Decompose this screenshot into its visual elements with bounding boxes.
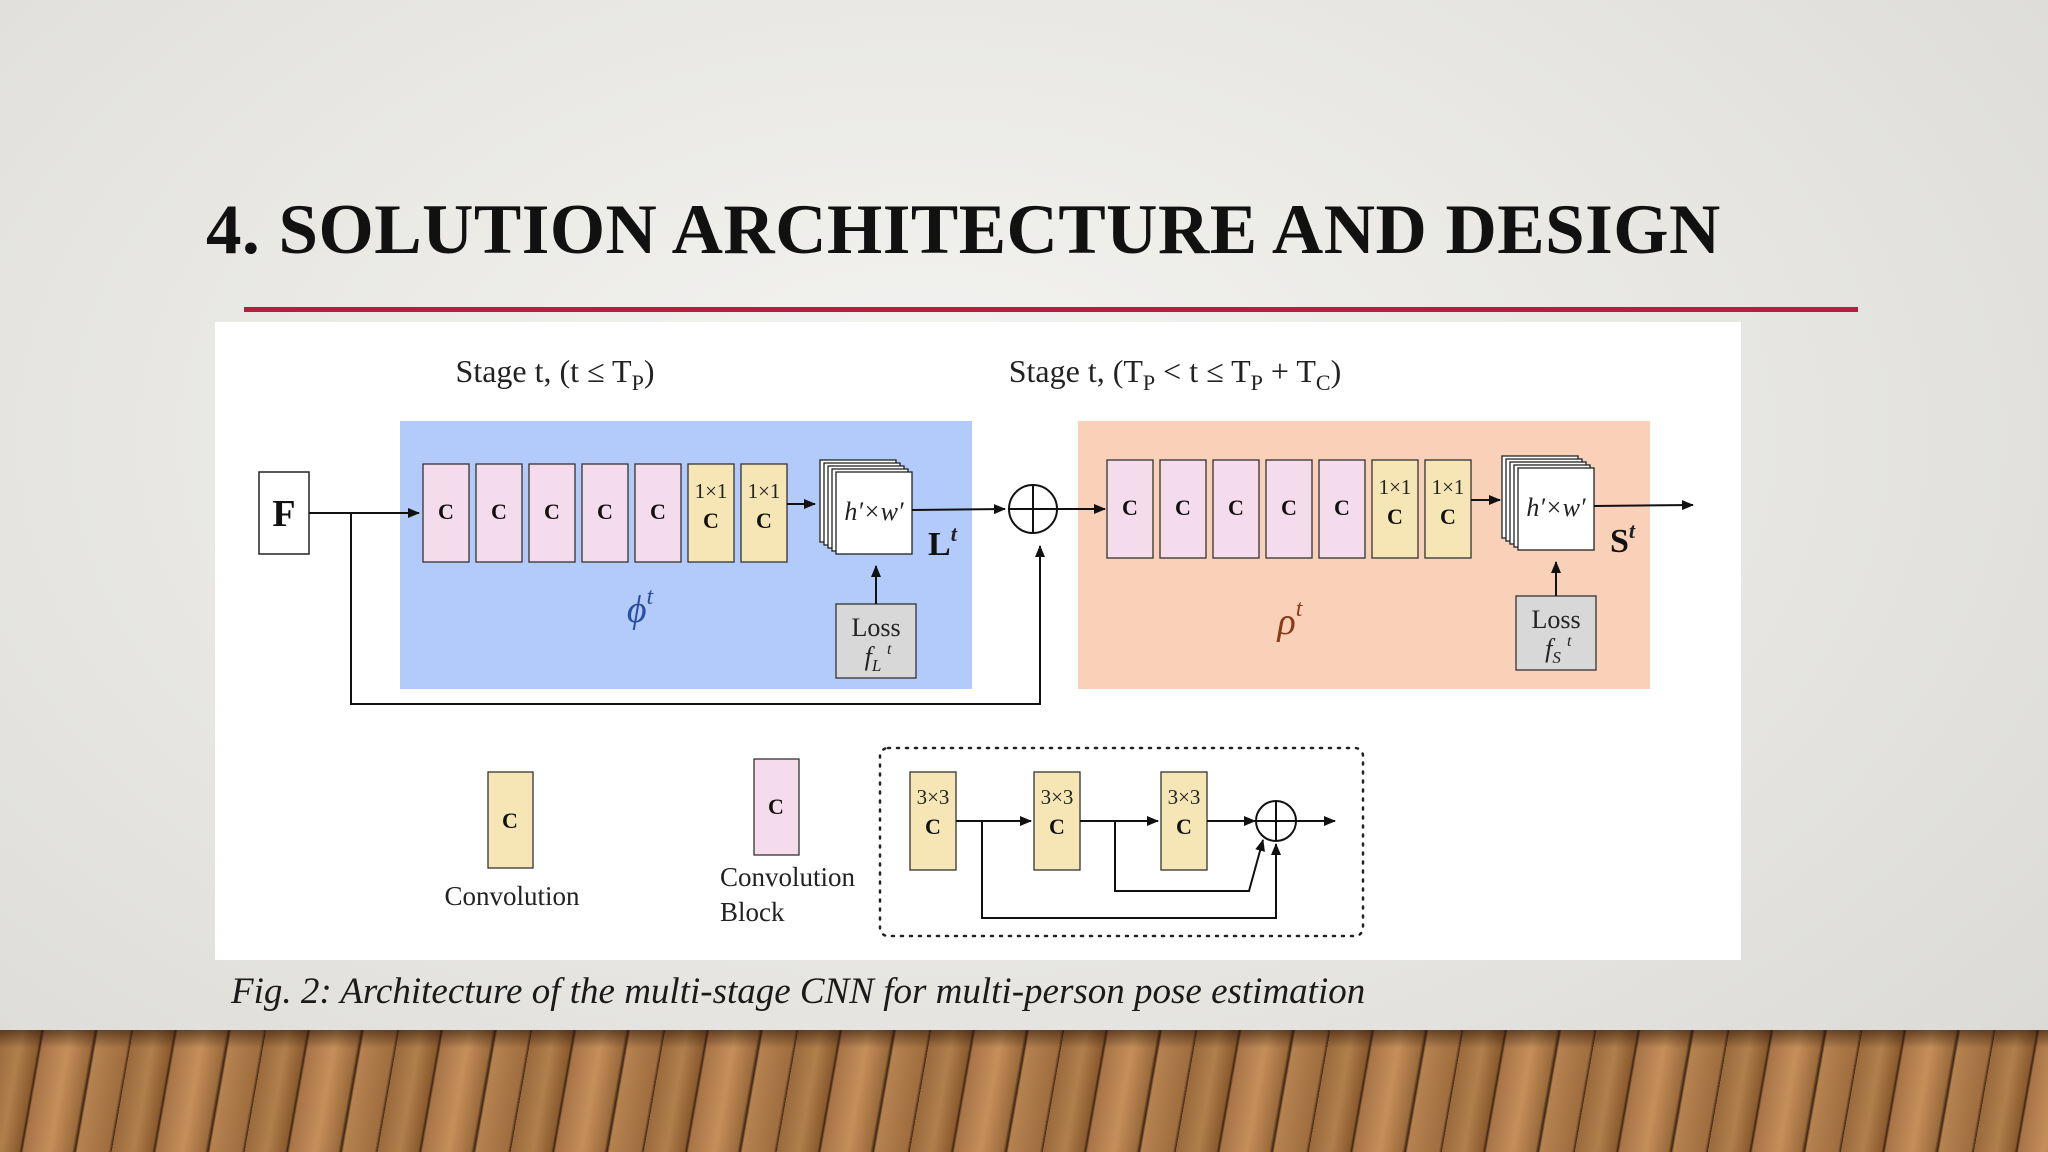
detail-conv3x3-label: C [1176, 814, 1192, 839]
stage1-conv-block [634, 463, 682, 563]
stage2-header: Stage t, (TP < t ≤ TP + TC) [1009, 353, 1342, 395]
stage2-conv-block-label: C [1122, 495, 1138, 520]
stage2-conv-block [1318, 459, 1366, 559]
stage2-conv1x1-size: 1×1 [1379, 475, 1412, 499]
stage1-conv1x1 [687, 463, 735, 563]
arrow-l-to-sum [911, 504, 1006, 515]
stage2-conv-block [1212, 459, 1260, 559]
conv-block-detail [878, 746, 1365, 938]
stage1-loss-label: Loss [851, 613, 900, 642]
stage2-confidence-map-stack: h′×w′ [1501, 455, 1595, 551]
stage1-conv-block [475, 463, 523, 563]
stage1-conv-block-label: C [544, 499, 560, 524]
stage2-map-label: h′×w′ [1526, 493, 1586, 522]
stage1-conv-block-label: C [438, 499, 454, 524]
detail-conv3x3-label: C [1049, 814, 1065, 839]
stage1-conv-block-label: C [650, 499, 666, 524]
detail-conv3x3 [1160, 771, 1208, 871]
stage2-conv1x1-label: C [1387, 504, 1403, 529]
stage1-conv-block [422, 463, 470, 563]
stage2-conv-block-label: C [1334, 495, 1350, 520]
stage1-output-label: Lt [928, 521, 958, 563]
stage2-conv-block [1106, 459, 1154, 559]
stage2-loss-label: Loss [1531, 605, 1580, 634]
wood-floor-background [0, 1030, 2048, 1152]
stage1-conv1x1-size: 1×1 [748, 479, 781, 503]
stage1-function-label: ϕt [627, 584, 655, 631]
detail-conv3x3 [1033, 771, 1081, 871]
stage1-conv1x1 [740, 463, 788, 563]
stage2-function-label: ρt [1277, 596, 1304, 643]
stage2-conv-block-label: C [1175, 495, 1191, 520]
stage2-conv1x1 [1371, 459, 1419, 559]
stage1-conv-block-label: C [491, 499, 507, 524]
input-feature-box [258, 471, 310, 555]
detail-conv3x3-size: 3×3 [1168, 785, 1201, 809]
legend-conv-block-label-line1: Convolution [720, 862, 856, 892]
stage2-conv1x1-label: C [1440, 504, 1456, 529]
stage2-output-label: St [1610, 518, 1636, 560]
detail-conv3x3-label: C [925, 814, 941, 839]
stage2-conv-block [1265, 459, 1313, 559]
stage1-conv-block-label: C [597, 499, 613, 524]
detail-conv3x3-size: 3×3 [917, 785, 950, 809]
stage1-conv-blocks: C C C C C 1×1 C 1×1 C [422, 463, 788, 563]
detail-conv3x3-size: 3×3 [1041, 785, 1074, 809]
legend-convolution-swatch [487, 771, 534, 869]
stage1-confidence-map-stack: h′×w′ [819, 459, 913, 555]
stage2-conv-block [1159, 459, 1207, 559]
figure-caption: Fig. 2: Architecture of the multi-stage … [231, 971, 1366, 1012]
legend-conv-block-swatch [753, 758, 800, 856]
architecture-diagram-svg: Stage t, (t ≤ TP) Stage t, (TP < t ≤ TP … [258, 353, 1694, 938]
stage1-conv-block [581, 463, 629, 563]
input-feature-label: F [272, 493, 295, 535]
legend-convolution-symbol: C [502, 808, 518, 833]
slide-title: 4. SOLUTION ARCHITECTURE AND DESIGN [206, 191, 1721, 269]
stage2-loss-fn: fS [1545, 634, 1561, 667]
arrow-stage2-output [1593, 500, 1694, 511]
legend-conv-block-label-line2: Block [720, 897, 785, 927]
stage1-header: Stage t, (t ≤ TP) [456, 353, 655, 395]
architecture-figure: Stage t, (t ≤ TP) Stage t, (TP < t ≤ TP … [215, 322, 1741, 960]
stage2-conv1x1 [1424, 459, 1472, 559]
stage1-conv1x1-size: 1×1 [695, 479, 728, 503]
stage1-conv1x1-label: C [756, 508, 772, 533]
stage1-loss-fn-sup: t [887, 641, 892, 658]
stage1-map-label: h′×w′ [844, 497, 904, 526]
stage2-conv-block-label: C [1281, 495, 1297, 520]
stage1-conv-block [528, 463, 576, 563]
stage2-conv-blocks: C C C C C 1×1 C 1×1 C [1106, 459, 1472, 559]
legend-conv-block-symbol: C [768, 794, 784, 819]
stage2-loss-box [1515, 595, 1597, 671]
legend-convolution-label: Convolution [444, 881, 580, 911]
stage2-conv-block-label: C [1228, 495, 1244, 520]
skip-connection [350, 513, 1045, 705]
stage1-conv1x1-label: C [703, 508, 719, 533]
conv-block-detail-layers: 3×3 C 3×3 C 3×3 C [909, 771, 1208, 871]
detail-conv3x3 [909, 771, 957, 871]
title-underline [244, 307, 1858, 312]
stage2-loss-fn-sup: t [1567, 633, 1572, 650]
stage2-conv1x1-size: 1×1 [1432, 475, 1465, 499]
stage1-loss-fn: fL [865, 642, 882, 675]
